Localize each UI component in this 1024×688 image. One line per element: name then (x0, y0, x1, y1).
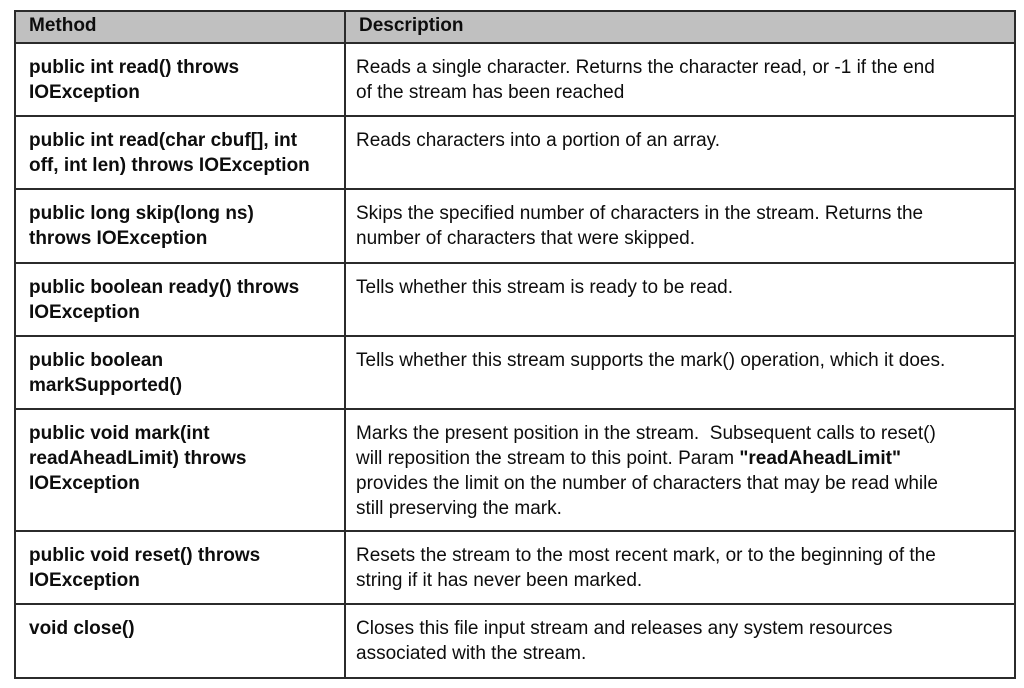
description-cell: Tells whether this stream supports the m… (344, 335, 1016, 410)
table-header-row: Method Description (14, 10, 1016, 44)
description-text: Reads characters into a portion of an ar… (356, 130, 721, 151)
method-cell: public int read() throws IOException (14, 42, 346, 117)
table-row-read: public int read() throws IOException Rea… (14, 42, 1016, 117)
method-cell: public void mark(int readAheadLimit) thr… (14, 408, 346, 532)
table-row-reset: public void reset() throws IOException R… (14, 530, 1016, 605)
column-header-description-label: Description (359, 15, 464, 36)
method-text: void close() (29, 618, 135, 639)
method-cell: public long skip(long ns) throws IOExcep… (14, 188, 346, 264)
table-row-ready: public boolean ready() throws IOExceptio… (14, 262, 1016, 337)
description-text: Tells whether this stream is ready to be… (356, 277, 734, 298)
table-row-read-array: public int read(char cbuf[], int off, in… (14, 115, 1016, 190)
description-cell: Closes this file input stream and releas… (344, 603, 1016, 679)
description-cell: Tells whether this stream is ready to be… (344, 262, 1016, 337)
method-cell: public void reset() throws IOException (14, 530, 346, 605)
method-cell: public int read(char cbuf[], int off, in… (14, 115, 346, 190)
column-header-description: Description (344, 10, 1016, 44)
method-text: public void mark(int readAheadLimit) thr… (29, 423, 247, 494)
method-text: public long skip(long ns) throws IOExcep… (29, 203, 254, 249)
description-cell: Resets the stream to the most recent mar… (344, 530, 1016, 605)
description-text-post: provides the limit on the number of char… (356, 473, 938, 519)
column-header-method-label: Method (29, 15, 97, 36)
method-text: public boolean ready() throws IOExceptio… (29, 277, 300, 323)
description-cell: Skips the specified number of characters… (344, 188, 1016, 264)
description-cell: Marks the present position in the stream… (344, 408, 1016, 532)
table-row-mark: public void mark(int readAheadLimit) thr… (14, 408, 1016, 532)
description-text-pre: Marks the present position in the stream… (356, 423, 936, 469)
method-text: public void reset() throws IOException (29, 545, 261, 591)
method-description-table: Method Description public int read() thr… (14, 10, 1016, 679)
description-text: Skips the specified number of characters… (356, 203, 924, 249)
description-text-bold: "readAheadLimit" (739, 448, 901, 469)
method-text: public int read() throws IOException (29, 57, 240, 103)
column-header-method: Method (14, 10, 346, 44)
description-text: Tells whether this stream supports the m… (356, 350, 946, 371)
method-text: public int read(char cbuf[], int off, in… (29, 130, 310, 176)
description-cell: Reads a single character. Returns the ch… (344, 42, 1016, 117)
description-cell: Reads characters into a portion of an ar… (344, 115, 1016, 190)
description-text: Resets the stream to the most recent mar… (356, 545, 936, 591)
description-text: Reads a single character. Returns the ch… (356, 57, 935, 103)
description-text: Closes this file input stream and releas… (356, 618, 893, 664)
method-text: public boolean markSupported() (29, 350, 183, 396)
table-row-marksupported: public boolean markSupported() Tells whe… (14, 335, 1016, 410)
method-cell: void close() (14, 603, 346, 679)
table-row-skip: public long skip(long ns) throws IOExcep… (14, 188, 1016, 264)
table-row-close: void close() Closes this file input stre… (14, 603, 1016, 679)
method-cell: public boolean markSupported() (14, 335, 346, 410)
method-cell: public boolean ready() throws IOExceptio… (14, 262, 346, 337)
